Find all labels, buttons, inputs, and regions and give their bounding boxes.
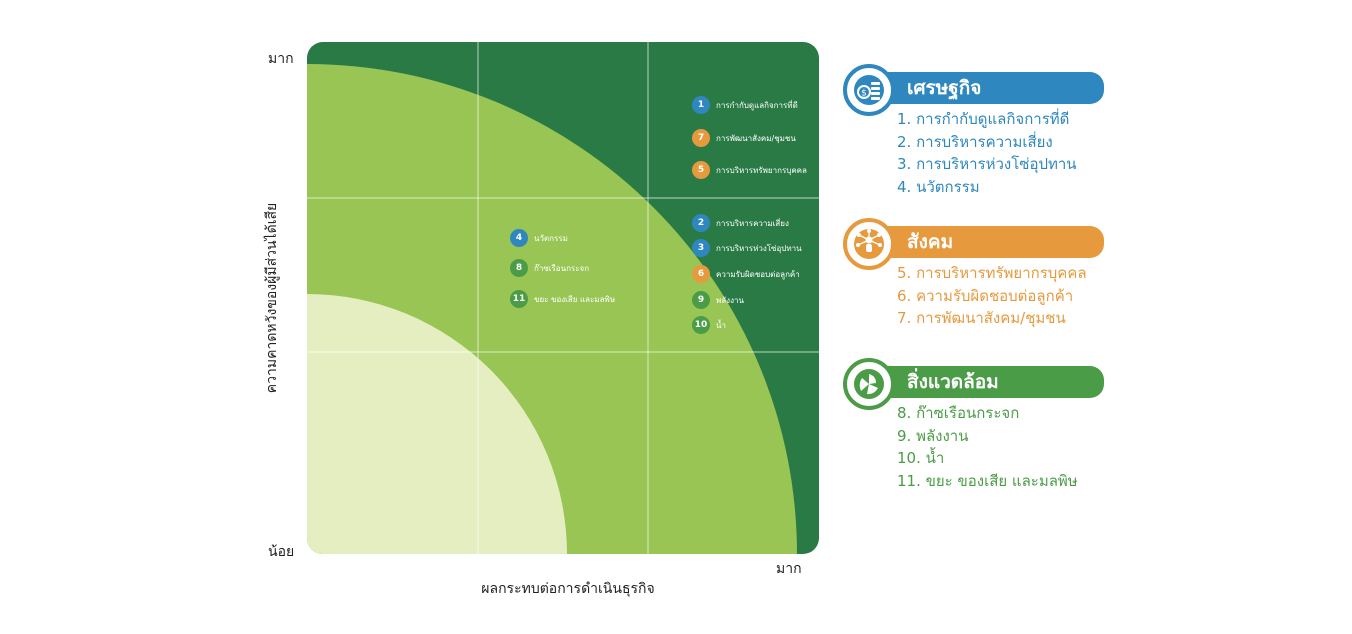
svg-text:$: $	[861, 89, 867, 99]
legend-economy-title: เศรษฐกิจ	[907, 77, 982, 99]
issue-marker: 1 การกำกับดูแลกิจการที่ดี	[692, 95, 798, 115]
issue-marker: 5 การบริหารทรัพยากรบุคคล	[692, 160, 807, 180]
legend-item: 9. พลังงาน	[897, 426, 969, 445]
legend-economy-banner: เศรษฐกิจ	[887, 72, 1104, 104]
axis-low-label: น้อย	[268, 544, 295, 560]
coins-icon: $	[843, 64, 895, 116]
zone-low	[307, 294, 567, 554]
legend-environment-title: สิ่งแวดล้อม	[907, 371, 999, 393]
legend-social-banner: สังคม	[887, 226, 1104, 258]
issue-marker: 6 ความรับผิดชอบต่อลูกค้า	[692, 264, 800, 284]
legend-item: 1. การกำกับดูแลกิจการที่ดี	[897, 110, 1070, 128]
issue-label: ก๊าซเรือนกระจก	[534, 263, 590, 273]
issue-marker: 10 น้ำ	[692, 315, 726, 335]
issue-marker: 11 ขยะ ของเสีย และมลพิษ	[510, 289, 615, 309]
issue-number: 11	[510, 290, 528, 308]
issue-number: 2	[692, 214, 710, 232]
legend-environment-list: 8. ก๊าซเรือนกระจก 9. พลังงาน 10. น้ำ 11.…	[897, 402, 1078, 492]
legend-environment-banner: สิ่งแวดล้อม	[887, 366, 1104, 398]
issue-label: พลังงาน	[716, 295, 744, 305]
issue-label: การกำกับดูแลกิจการที่ดี	[716, 100, 798, 110]
issue-label: การบริหารทรัพยากรบุคคล	[716, 165, 807, 175]
issue-number: 7	[692, 129, 710, 147]
issue-number: 10	[692, 316, 710, 334]
issue-label: การบริหารความเสี่ยง	[716, 218, 789, 228]
legend-social-list: 5. การบริหารทรัพยากรบุคคล 6. ความรับผิดช…	[897, 262, 1087, 330]
issue-label: ขยะ ของเสีย และมลพิษ	[534, 294, 616, 304]
legend-item: 3. การบริหารห่วงโซ่อุปทาน	[897, 155, 1077, 173]
x-axis-high-label: มาก	[776, 561, 802, 577]
issue-label: นวัตกรรม	[534, 233, 568, 243]
x-axis-title: ผลกระทบต่อการดำเนินธุรกิจ	[481, 581, 655, 597]
issue-marker: 4 นวัตกรรม	[510, 228, 568, 248]
issue-number: 5	[692, 161, 710, 179]
issue-label: การบริหารห่วงโซ่อุปทาน	[716, 243, 802, 253]
legend-item: 8. ก๊าซเรือนกระจก	[897, 404, 1020, 422]
issue-label: การพัฒนาสังคม/ชุมชน	[716, 133, 796, 143]
matrix-graphic	[307, 42, 819, 554]
issue-label: ความรับผิดชอบต่อลูกค้า	[716, 269, 800, 279]
legend-item: 5. การบริหารทรัพยากรบุคคล	[897, 264, 1087, 282]
legend-item: 11. ขยะ ของเสีย และมลพิษ	[897, 471, 1078, 490]
issue-number: 3	[692, 239, 710, 257]
legend-item: 4. นวัตกรรม	[897, 177, 980, 196]
issue-marker: 3 การบริหารห่วงโซ่อุปทาน	[692, 238, 802, 258]
issue-marker: 9 พลังงาน	[692, 290, 744, 310]
legend-item: 2. การบริหารความเสี่ยง	[897, 132, 1053, 151]
grid-lines	[307, 42, 819, 554]
leaf-cycle-icon	[843, 358, 895, 410]
legend-social-title: สังคม	[907, 231, 954, 253]
issue-number: 1	[692, 96, 710, 114]
issue-marker: 7 การพัฒนาสังคม/ชุมชน	[692, 128, 796, 148]
issue-number: 6	[692, 265, 710, 283]
issue-marker: 8 ก๊าซเรือนกระจก	[510, 258, 589, 278]
y-axis-high-label: มาก	[268, 51, 294, 67]
materiality-matrix	[307, 42, 819, 554]
issue-number: 4	[510, 229, 528, 247]
legend-economy-list: 1. การกำกับดูแลกิจการที่ดี 2. การบริหารค…	[897, 108, 1077, 198]
issue-number: 9	[692, 291, 710, 309]
legend-item: 6. ความรับผิดชอบต่อลูกค้า	[897, 286, 1074, 305]
legend-item: 7. การพัฒนาสังคม/ชุมชน	[897, 309, 1066, 327]
y-axis-title: ความคาดหวังของผู้มีส่วนได้เสีย	[264, 202, 280, 394]
people-network-icon	[843, 218, 895, 270]
issue-number: 8	[510, 259, 528, 277]
legend-item: 10. น้ำ	[897, 449, 945, 467]
issue-marker: 2 การบริหารความเสี่ยง	[692, 213, 789, 233]
issue-label: น้ำ	[716, 320, 726, 330]
